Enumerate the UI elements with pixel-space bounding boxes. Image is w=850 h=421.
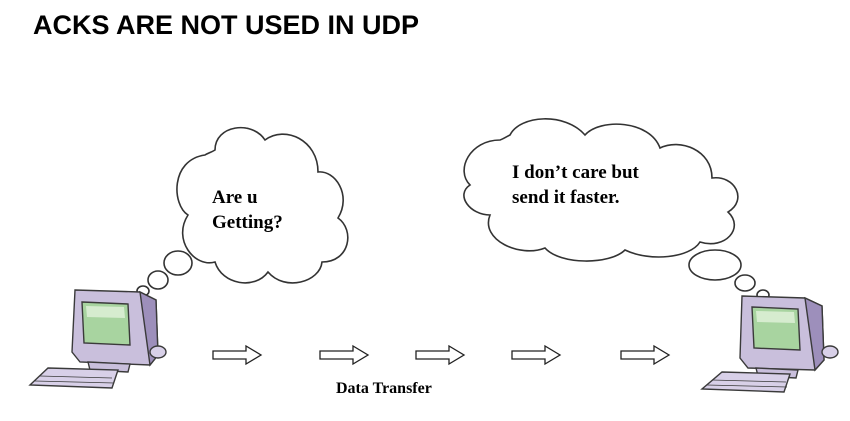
transfer-arrow-icon — [212, 344, 263, 366]
transfer-arrow-icon — [620, 344, 671, 366]
sender-thought-cloud — [136, 126, 349, 297]
receiver-thought-line-1: I don’t care but — [512, 162, 639, 183]
transfer-arrow-icon — [415, 344, 466, 366]
sender-thought-line-2: Getting? — [212, 212, 283, 233]
sender-thought-text: Are u Getting? — [212, 185, 283, 235]
page-title: ACKS ARE NOT USED IN UDP — [33, 10, 420, 40]
transfer-arrows — [212, 344, 671, 366]
transfer-arrow-icon — [511, 344, 562, 366]
sender-computer-icon — [28, 289, 167, 389]
transfer-arrow-icon — [319, 344, 370, 366]
receiver-thought-line-2: send it faster. — [512, 187, 620, 208]
sender-thought-line-1: Are u — [212, 187, 258, 208]
receiver-computer-icon — [700, 295, 839, 393]
receiver-thought-text: I don’t care but send it faster. — [512, 160, 639, 210]
receiver-thought-cloud — [463, 118, 770, 301]
data-transfer-label: Data Transfer — [336, 380, 432, 397]
